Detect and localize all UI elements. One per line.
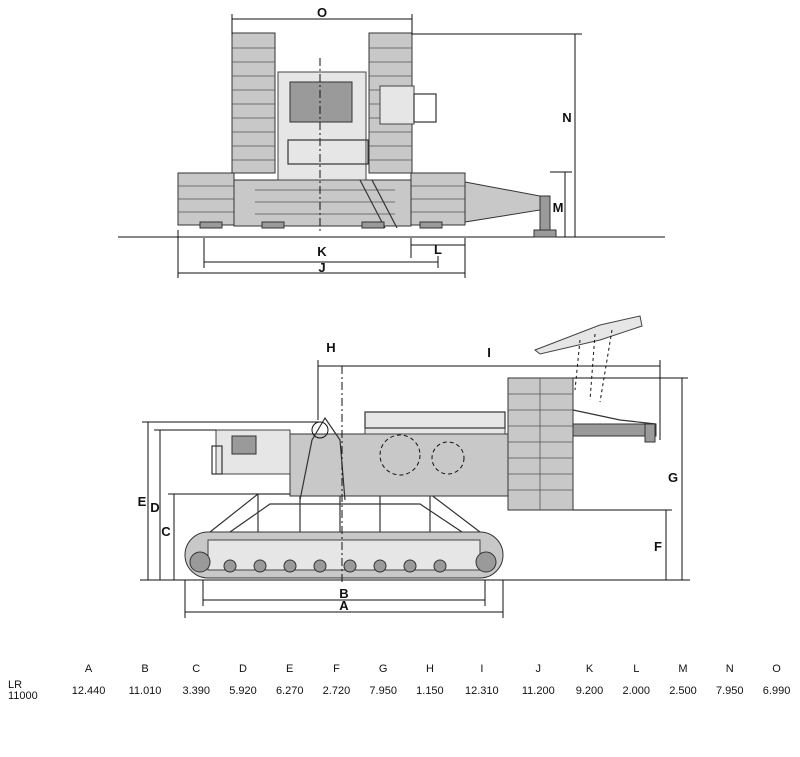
outrigger-jack <box>539 195 551 231</box>
superstructure-deck <box>364 411 506 435</box>
value-cell: 3.390 <box>182 685 210 697</box>
table-row: LR 11000 12.440 11.010 3.390 5.920 6.270… <box>0 680 800 702</box>
value-cell: 9.200 <box>575 685 604 697</box>
value-cell: 2.500 <box>669 685 697 697</box>
column-header: F <box>333 663 340 675</box>
model-cell: LR 11000 <box>0 680 60 702</box>
column-header: O <box>772 663 781 675</box>
column-header: H <box>425 663 434 675</box>
value-cell: 12.310 <box>465 685 499 697</box>
column-header: G <box>378 663 388 675</box>
car-body <box>233 179 412 227</box>
column-header: L <box>633 663 640 675</box>
column-header: B <box>141 663 149 675</box>
dim-label-b: B <box>339 586 348 601</box>
value-cell: 5.920 <box>229 685 257 697</box>
dim-label-e: E <box>138 494 147 509</box>
column-header: C <box>192 663 201 675</box>
operator-cab-front <box>379 85 415 125</box>
value-cell: 2.000 <box>622 685 651 697</box>
superstructure <box>289 433 509 497</box>
value-cell: 6.270 <box>275 685 304 697</box>
dim-label-l: L <box>434 242 442 257</box>
model-name-line2: 11000 <box>8 690 38 702</box>
dim-label-c: C <box>161 524 171 539</box>
value-cell: 1.150 <box>416 685 444 697</box>
side-counterweight <box>507 377 574 511</box>
model-name-line1: LR <box>8 679 23 691</box>
dim-label-k: K <box>317 244 327 259</box>
front-view: O N M L K J <box>118 5 665 278</box>
outrigger-pad <box>533 229 557 238</box>
value-cell: 6.990 <box>762 685 791 697</box>
value-cell: 11.010 <box>128 685 162 697</box>
dim-label-g: G <box>668 470 678 485</box>
outrigger-beam <box>464 181 541 223</box>
side-view: H I G F E D C B A <box>138 315 690 618</box>
value-cell: 11.200 <box>521 685 555 697</box>
dim-label-a: A <box>339 598 349 613</box>
dim-label-d: D <box>150 500 159 515</box>
dim-label-m: M <box>553 200 564 215</box>
value-cell: 12.440 <box>71 685 106 697</box>
column-header: E <box>286 663 294 675</box>
value-cell: 2.720 <box>322 685 351 697</box>
column-header: N <box>725 663 734 675</box>
table-corner-cell <box>0 658 60 680</box>
left-counterweight-stack <box>231 32 276 174</box>
column-header: J <box>535 663 542 675</box>
table-header-row: A B C D E F G H I J K L M N O <box>0 658 800 680</box>
dim-label-f: F <box>654 539 662 554</box>
column-header: A <box>84 663 93 675</box>
dim-label-i: I <box>487 345 491 360</box>
dimension-table: A B C D E F G H I J K L M N O LR 11000 1… <box>0 658 800 702</box>
value-cell: 7.950 <box>369 685 397 697</box>
dim-label-j: J <box>318 260 325 275</box>
column-header: I <box>480 663 484 675</box>
column-header: K <box>585 663 594 675</box>
column-header: M <box>678 663 688 675</box>
value-cell: 7.950 <box>715 685 744 697</box>
dim-label-h: H <box>326 340 335 355</box>
dim-label-n: N <box>562 110 571 125</box>
dim-label-o: O <box>317 5 327 20</box>
winch-housing <box>289 81 353 123</box>
column-header: D <box>239 663 247 675</box>
track-rollers <box>189 551 497 573</box>
raised-arm-outline <box>534 315 643 355</box>
